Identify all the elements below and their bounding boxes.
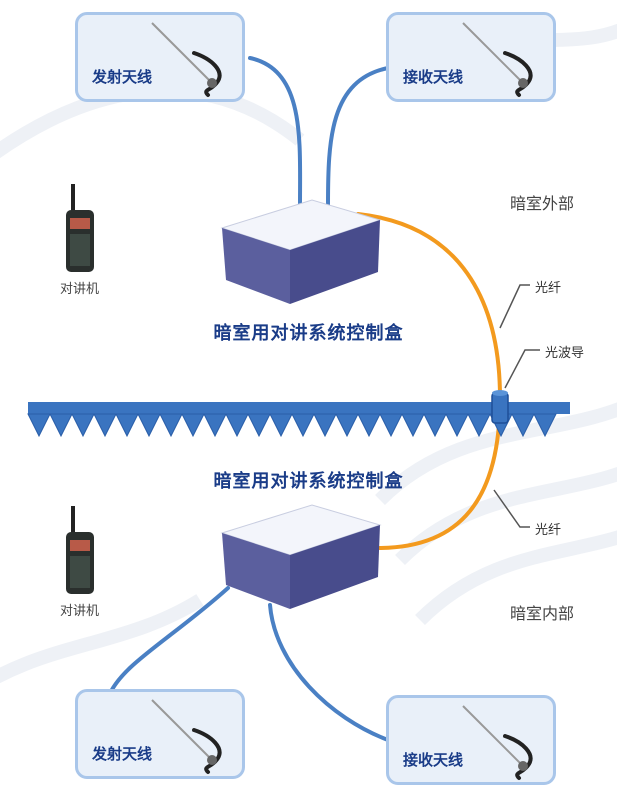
rx-antenna-card-bottom: 接收天线 — [386, 695, 556, 785]
radio-label-top: 对讲机 — [60, 282, 100, 297]
fiber-label-bottom: 光纤 — [535, 523, 562, 538]
radio-label-bottom: 对讲机 — [60, 604, 100, 619]
control-box-label-top: 暗室用对讲系统控制盒 — [213, 323, 404, 344]
waveguide-label: 光波导 — [545, 346, 585, 361]
tx-antenna-label-bottom: 发射天线 — [92, 745, 153, 763]
antenna-icon — [462, 22, 533, 97]
leader-fiber-bottom — [493, 489, 530, 528]
rx-antenna-card-top: 接收天线 — [386, 12, 556, 102]
rx-antenna-label-bottom: 接收天线 — [403, 751, 464, 769]
cable-tx-bottom — [106, 586, 230, 700]
control-box-label-bottom: 暗室用对讲系统控制盒 — [213, 471, 404, 492]
cable-rx-top — [326, 66, 390, 207]
walkie-talkie-icon — [66, 184, 94, 272]
cable-rx-bottom — [268, 603, 390, 742]
chamber-wall — [27, 402, 570, 438]
outside-label: 暗室外部 — [510, 194, 575, 213]
tx-antenna-label-top: 发射天线 — [92, 68, 153, 86]
inside-label: 暗室内部 — [510, 604, 575, 623]
leader-waveguide — [504, 349, 540, 389]
tx-antenna-card-top: 发射天线 — [75, 12, 245, 102]
control-box-icon-bottom — [220, 504, 382, 609]
walkie-talkie-icon — [66, 506, 94, 594]
control-box-icon-top — [220, 199, 382, 304]
waveguide-icon — [491, 390, 509, 424]
leader-fiber-top — [499, 284, 530, 329]
antenna-icon — [151, 699, 222, 774]
rx-antenna-label-top: 接收天线 — [403, 68, 464, 86]
antenna-icon — [462, 705, 533, 780]
tx-antenna-card-bottom: 发射天线 — [75, 689, 245, 779]
fiber-label-top: 光纤 — [535, 281, 562, 296]
antenna-icon — [151, 22, 222, 97]
cable-tx-top — [248, 56, 303, 207]
